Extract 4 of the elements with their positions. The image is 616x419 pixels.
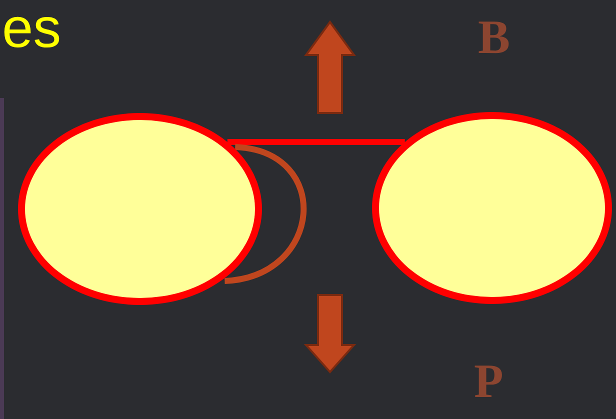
axis-letter: B bbox=[478, 14, 510, 62]
title: es bbox=[2, 0, 62, 56]
axis-letter: P bbox=[474, 358, 504, 406]
loop-arc bbox=[224, 144, 306, 284]
